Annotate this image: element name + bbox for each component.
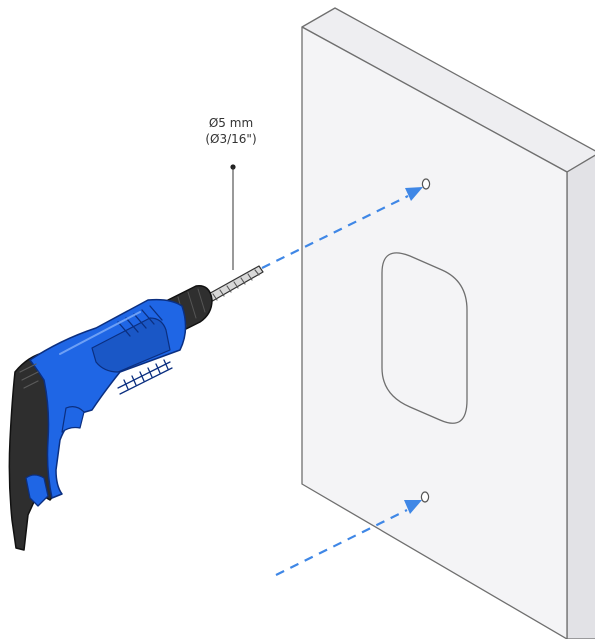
drill-bit (204, 265, 264, 304)
screw-hole-bottom (420, 491, 430, 503)
dashed-arrow-line (261, 195, 409, 269)
drill-trigger (61, 406, 85, 433)
screw-hole-top (421, 178, 431, 190)
dashed-arrow-line (275, 509, 408, 576)
drill-side-panel (91, 317, 171, 373)
drill-bit-size-metric: Ø5 mm (208, 116, 254, 130)
drill-rear-ribs (19, 363, 39, 389)
drill-bit-callout (230, 164, 236, 270)
drill-icon (8, 265, 264, 551)
drill-vents (117, 305, 173, 395)
panel-side-face (566, 154, 595, 639)
drill-grip-accent (25, 474, 49, 507)
drill-highlight (59, 311, 141, 355)
panel-cutout (381, 252, 468, 424)
dashed-arrow-icon (405, 187, 423, 201)
panel-front-face (301, 26, 568, 639)
wall-panel (301, 7, 595, 639)
dashed-arrow-icon (404, 500, 422, 514)
arrow-to-bottom-hole (275, 500, 422, 576)
drill-bit-size-imperial: (Ø3/16") (205, 132, 257, 146)
arrow-to-top-hole (261, 187, 423, 269)
